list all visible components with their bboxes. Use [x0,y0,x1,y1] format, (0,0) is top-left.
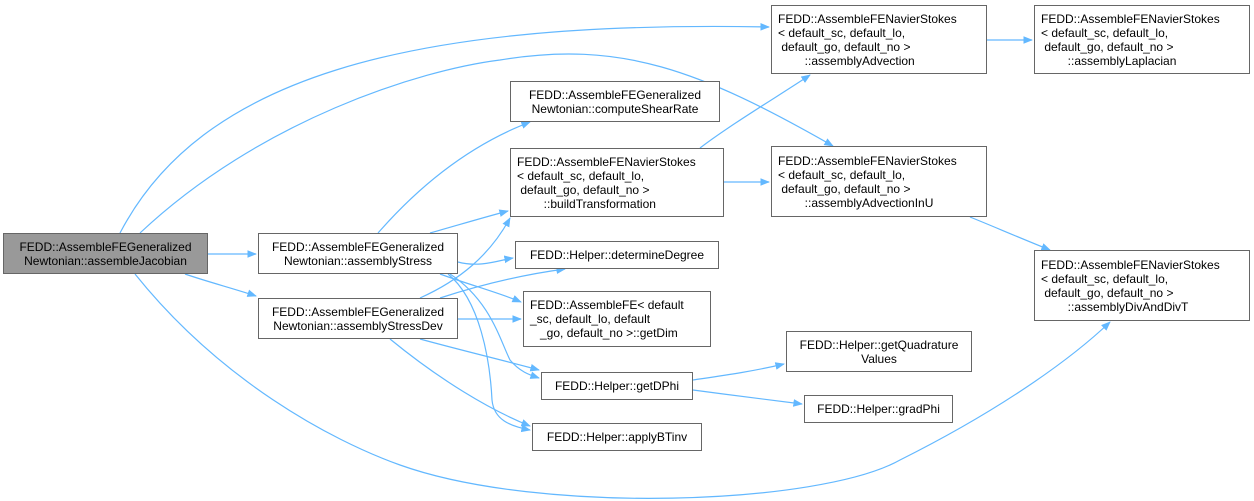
node-assemblyLaplacian[interactable]: FEDD::AssembleFENavierStokes< default_sc… [1034,5,1250,74]
node-label-line: _go, default_no >::getDim [530,326,678,340]
edge-assembleJacobian-to-assemblyStressDev [184,273,257,297]
node-label-line: FEDD::AssembleFEGeneralized [271,239,445,254]
node-label-line: < default_sc, default_lo, [517,168,645,183]
node-label-line: Newtonian::computeShearRate [531,101,699,116]
edge-assemblyStress-to-buildTransformation [429,209,509,234]
node-label-line: FEDD::AssembleFENavierStokes [1041,257,1220,272]
node-label-line: Values [861,351,897,366]
node-determineDegree[interactable]: FEDD::Helper::determineDegree [515,241,719,269]
node-label-line: FEDD::AssembleFENavierStokes [517,154,696,169]
node-label-line: FEDD::AssembleFENavierStokes [778,11,957,26]
edge-buildTransformation-to-assemblyAdvection [699,74,811,149]
edge-assemblyStress-to-determineDegree [457,255,514,265]
node-label-line: < default_sc, default_lo, [778,167,906,182]
node-assemblyAdvectionInU[interactable]: FEDD::AssembleFENavierStokes< default_sc… [771,146,987,217]
node-label-line: FEDD::AssembleFENavierStokes [778,153,957,168]
node-label-line: ::assemblyAdvection [778,53,915,68]
node-label-line: Newtonian::assembleJacobian [24,253,187,268]
node-label-line: < default_sc, default_lo, [1041,271,1169,286]
node-assemblyAdvection[interactable]: FEDD::AssembleFENavierStokes< default_sc… [771,5,987,74]
node-label-line: FEDD::AssembleFEGeneralized [271,304,445,319]
node-label-line: FEDD::Helper::getQuadrature [799,337,959,352]
node-label-line: FEDD::AssembleFEGeneralized [528,87,702,102]
node-label-line: default_go, default_no > [517,182,650,197]
node-label-line: FEDD::AssembleFE< default [530,298,684,312]
node-getDPhi[interactable]: FEDD::Helper::getDPhi [541,372,693,400]
edge-assemblyStress-to-computeShearRate [377,121,531,234]
edge-assemblyAdvectionInU-to-assemblyDivAndDivT [969,216,1051,251]
edge-assemblyStress-to-getDim [439,273,522,303]
edge-assemblyStressDev-to-buildTransformation [419,217,511,299]
node-label-line: ::buildTransformation [517,196,656,211]
edge-assemblyStressDev-to-determineDegree [439,266,566,299]
edge-assembleJacobian-to-assemblyAdvectionInU [139,53,834,234]
node-assemblyDivAndDivT[interactable]: FEDD::AssembleFENavierStokes< default_sc… [1034,250,1250,321]
edge-assemblyStressDev-to-applyBTinv [389,338,531,427]
node-label-line: < default_sc, default_lo, [778,25,906,40]
node-gradPhi[interactable]: FEDD::Helper::gradPhi [804,395,953,423]
node-label-line: FEDD::Helper::applyBTinv [546,430,688,444]
node-label-line: FEDD::Helper::getDPhi [554,379,680,393]
node-label-line: Newtonian::assemblyStress [283,253,433,268]
node-buildTransformation[interactable]: FEDD::AssembleFENavierStokes< default_sc… [510,148,724,217]
node-label-line: FEDD::AssembleFEGeneralized [19,239,192,254]
node-label-line: default_go, default_no > [1041,39,1174,54]
node-label-line: < default_sc, default_lo, [1041,25,1169,40]
node-label-line: FEDD::Helper::determineDegree [529,248,705,262]
node-label-line: ::assemblyAdvectionInU [778,195,934,210]
node-label-line: default_go, default_no > [778,39,911,54]
edge-assemblyStress-to-applyBTinv [447,273,531,433]
edge-assembleJacobian-to-assemblyAdvection [119,22,770,234]
edge-getDPhi-to-getQuadratureValues [692,362,785,381]
node-label-line: FEDD::AssembleFENavierStokes [1041,11,1220,26]
node-label-line: default_go, default_no > [1041,285,1174,300]
node-label-line: _sc, default_lo, default [530,312,651,326]
node-label-line: FEDD::Helper::gradPhi [817,402,940,416]
edge-assemblyStress-to-getDPhi [449,273,540,379]
node-label-line: ::assemblyLaplacian [1041,53,1177,68]
edge-assembleJacobian-to-assemblyDivAndDivT [134,273,1111,499]
edge-getDPhi-to-gradPhi [692,389,803,407]
edge-assemblyStressDev-to-getDPhi [419,338,540,372]
node-label-line: ::assemblyDivAndDivT [1041,299,1189,314]
node-getDim[interactable]: FEDD::AssembleFE< default_sc, default_lo… [523,291,711,347]
node-label-line: default_go, default_no > [778,181,911,196]
node-label-line: Newtonian::assemblyStressDev [273,318,443,333]
node-applyBTinv[interactable]: FEDD::Helper::applyBTinv [532,423,702,451]
